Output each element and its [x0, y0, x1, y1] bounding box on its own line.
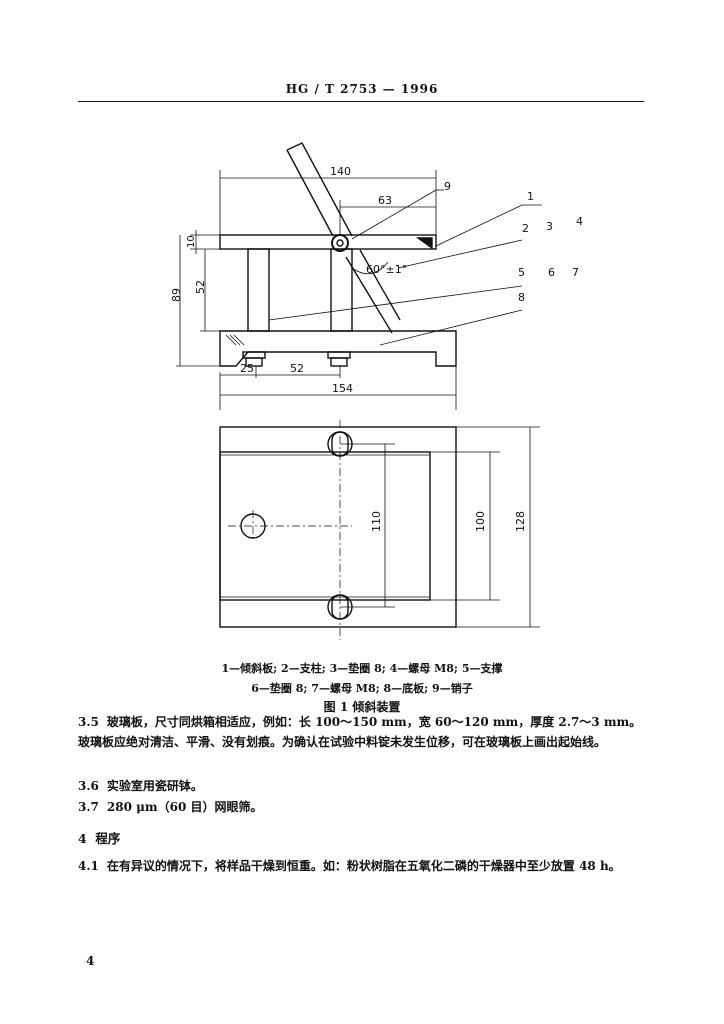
dim-52-horizontal: 52	[290, 362, 304, 375]
callout-2: 2	[522, 222, 529, 235]
callout-5: 5	[518, 266, 525, 279]
tilt-plate	[219, 234, 437, 250]
section-3-6-text: 实验室用瓷研钵。	[106, 779, 203, 793]
dim-angle: 60°±1°	[366, 263, 407, 276]
callout-1: 1	[527, 190, 534, 203]
dim-25: 25	[240, 362, 254, 375]
document-header: HG / T 2753 — 1996	[285, 82, 439, 96]
inclined-support	[286, 142, 353, 237]
section-4-number: 4	[78, 831, 87, 846]
callout-3: 3	[546, 220, 553, 233]
section-3-5-number: 3.5	[78, 715, 99, 729]
figure-title: 图 1 倾斜装置	[323, 700, 401, 714]
header-rule	[78, 101, 644, 102]
callout-8: 8	[518, 291, 525, 304]
dim-154: 154	[332, 382, 353, 395]
base-plate	[219, 330, 457, 367]
callout-6: 6	[548, 266, 555, 279]
dim-128: 128	[514, 511, 527, 532]
callout-9: 9	[444, 180, 451, 193]
section-4-heading: 4 程序	[78, 828, 120, 847]
left-post	[247, 248, 270, 332]
section-4-1: 4.1 在有异议的情况下，将样品干燥到恒重。如：粉状树脂在五氧化二磷的干燥器中至少…	[78, 856, 646, 876]
dim-89: 89	[170, 288, 183, 302]
callout-7: 7	[572, 266, 579, 279]
section-3-7-text: 280 μm（60 目）网眼筛。	[106, 800, 263, 814]
section-3-7: 3.7 280 μm（60 目）网眼筛。	[78, 797, 646, 817]
section-3-6-number: 3.6	[78, 779, 99, 793]
tilting-device-drawing: 140 63 10 89 52 60°±1° 25 52 154 110 100…	[170, 142, 583, 640]
figure-legend-line-1: 1—倾斜板; 2—支柱; 3—垫圈 8; 4—螺母 M8; 5—支撑	[221, 662, 503, 675]
section-3-7-number: 3.7	[78, 800, 99, 814]
dim-10: 10	[186, 235, 197, 248]
section-4-1-number: 4.1	[78, 859, 99, 873]
callout-4: 4	[576, 215, 583, 228]
section-3-5-text: 玻璃板，尺寸同烘箱相适应，例如：长 100～150 mm，宽 60～120 mm…	[78, 715, 642, 749]
dim-100: 100	[474, 511, 487, 532]
dim-140: 140	[330, 165, 351, 178]
figure-legend-line-2: 6—垫圈 8; 7—螺母 M8; 8—底板; 9—销子	[251, 682, 473, 695]
section-3-6: 3.6 实验室用瓷研钵。	[78, 776, 646, 796]
dim-63: 63	[378, 194, 392, 207]
section-4-title: 程序	[95, 831, 121, 846]
dim-52-vertical: 52	[194, 280, 207, 294]
page-number: 4	[86, 954, 95, 968]
section-4-1-text: 在有异议的情况下，将样品干燥到恒重。如：粉状树脂在五氧化二磷的干燥器中至少放置 …	[106, 859, 621, 873]
dim-110: 110	[370, 511, 383, 532]
